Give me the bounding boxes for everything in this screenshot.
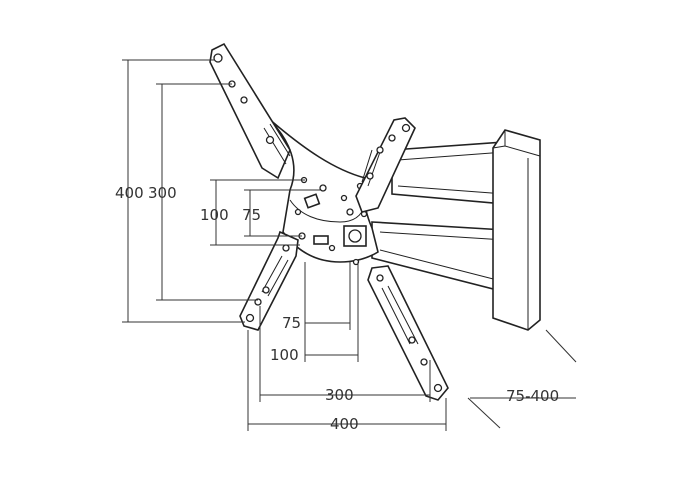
rail-top-right <box>355 117 416 213</box>
dim-vertical-75: 75 <box>242 206 261 224</box>
dim-horizontal-100: 100 <box>270 346 299 364</box>
dim-horizontal-400: 400 <box>330 415 359 433</box>
vesa-cross-plate <box>267 117 379 266</box>
wall-arm-assembly <box>371 129 541 331</box>
dim-vertical-100: 100 <box>200 206 229 224</box>
dim-horizontal-300: 300 <box>325 386 354 404</box>
rail-bottom-right <box>367 265 449 401</box>
dim-vertical-300: 300 <box>148 184 177 202</box>
dim-horizontal-75: 75 <box>282 314 301 332</box>
rail-bottom-left <box>239 230 299 331</box>
dim-vertical-400: 400 <box>115 184 144 202</box>
rail-top-left <box>209 42 291 180</box>
dimension-lines <box>122 59 577 431</box>
dim-extension-75-400: 75-400 <box>506 387 559 405</box>
